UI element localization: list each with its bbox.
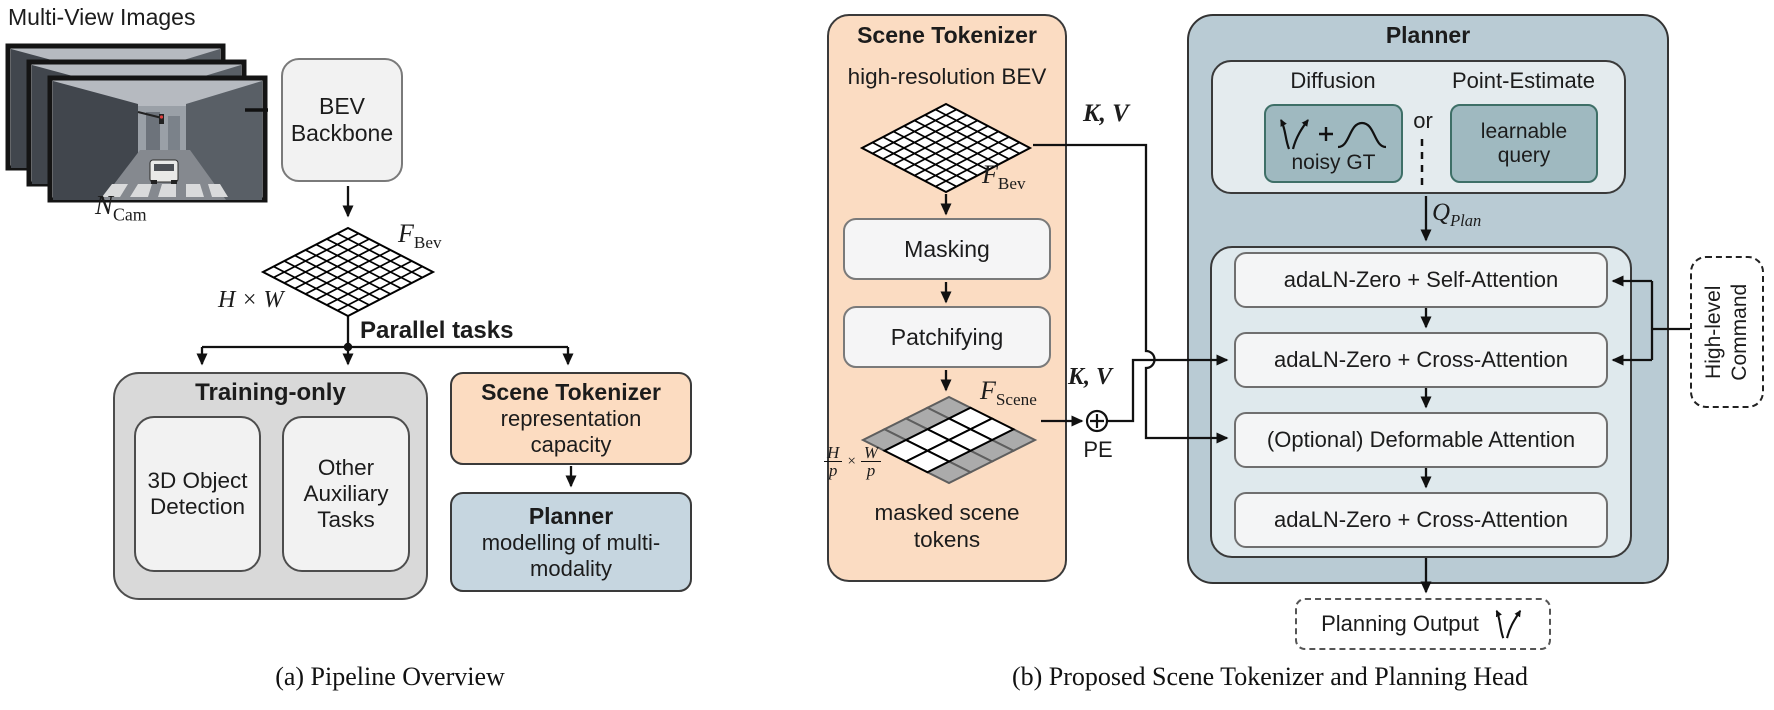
planner-panel-title: Planner <box>1385 22 1471 48</box>
3d-object-detection-node: 3D Object Detection <box>134 416 261 572</box>
kv-bottom-label: K, V <box>1068 364 1113 390</box>
parallel-tasks-label: Parallel tasks <box>360 317 514 344</box>
pe-label: PE <box>1083 437 1113 462</box>
high-level-command-node: High-level Command <box>1690 256 1764 408</box>
training-only-title: Training-only <box>195 379 346 406</box>
adaln-cross-attention-node-1: adaLN-Zero + Cross-Attention <box>1234 332 1608 388</box>
q-plan-label: QPlan <box>1432 199 1482 230</box>
high-res-bev-label: high-resolution BEV <box>847 64 1047 89</box>
caption-b: (b) Proposed Scene Tokenizer and Plannin… <box>1011 662 1529 691</box>
hw-dims-label: H × W <box>218 287 284 313</box>
positional-encoding-add-icon <box>1085 409 1109 433</box>
patchifying-node: Patchifying <box>843 306 1051 368</box>
planner-node-a: Planner modelling of multi- modality <box>450 492 692 592</box>
diffusion-label: Diffusion <box>1290 68 1376 93</box>
f-bev-label-a: FBev <box>398 219 442 253</box>
multi-view-title: Multi-View Images <box>8 4 196 30</box>
or-label: or <box>1413 108 1433 133</box>
branch-junction-dot <box>343 342 353 352</box>
deformable-attention-node: (Optional) Deformable Attention <box>1234 412 1608 468</box>
masked-scene-tokens-label: masked scene tokens <box>874 500 1020 552</box>
planning-trajectory-icon <box>1495 609 1522 639</box>
f-bev-label-b: FBev <box>982 160 1026 194</box>
planning-output-node: Planning Output <box>1295 598 1551 650</box>
scene-tokenizer-panel <box>827 14 1067 582</box>
kv-top-label: K, V <box>1083 100 1129 127</box>
adaln-self-attention-node: adaLN-Zero + Self-Attention <box>1234 252 1608 308</box>
caption-a: (a) Pipeline Overview <box>275 662 505 691</box>
other-auxiliary-tasks-node: Other Auxiliary Tasks <box>282 416 410 572</box>
diffusion-trajectory-icon <box>1279 118 1386 149</box>
noisy-gt-node: noisy GT <box>1264 104 1403 183</box>
bev-backbone-node: BEV Backbone <box>281 58 403 182</box>
learnable-query-node: learnable query <box>1450 104 1598 183</box>
scene-tokenizer-panel-title: Scene Tokenizer <box>857 22 1037 48</box>
f-scene-label: FScene <box>980 376 1037 410</box>
scene-tokenizer-node-a: Scene Tokenizer representation capacity <box>450 372 692 465</box>
masking-node: Masking <box>843 218 1051 280</box>
adaln-cross-attention-node-2: adaLN-Zero + Cross-Attention <box>1234 492 1608 548</box>
n-cam-label: NCam <box>95 190 147 225</box>
point-estimate-label: Point-Estimate <box>1451 68 1596 93</box>
